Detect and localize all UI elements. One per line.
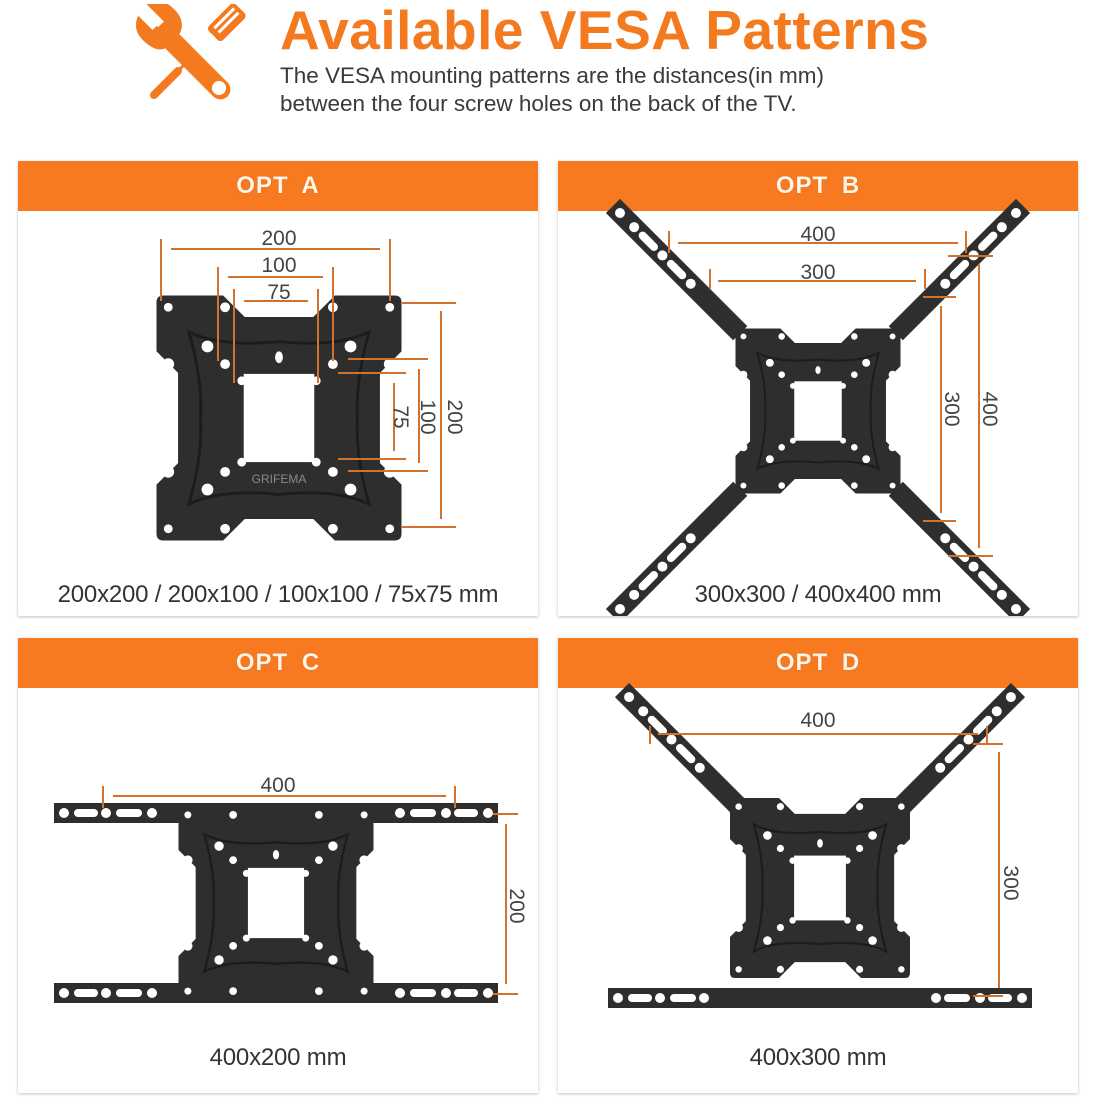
brand-label: GRIFEMA xyxy=(252,472,307,486)
panel-opt-a: OPT A 200 100 75 75 100 xyxy=(18,161,538,616)
dim-label-75-vertical: 75 xyxy=(389,405,412,428)
caption-opt-b: 300x300 / 400x400 mm xyxy=(694,581,942,608)
page-title: Available VESA Patterns xyxy=(280,0,930,61)
panel-header-opt-d: OPT D xyxy=(558,638,1078,688)
dim-label-100-horizontal: 100 xyxy=(261,254,296,277)
dim-label-400-horizontal: 400 xyxy=(800,223,835,246)
dim-label-200-vertical: 200 xyxy=(443,399,466,434)
panel-header-opt-b: OPT B xyxy=(558,161,1078,211)
dim-label-200-vertical: 200 xyxy=(505,888,528,923)
page-header: Available VESA Patterns The VESA mountin… xyxy=(0,0,1100,150)
dim-label-300-vertical: 300 xyxy=(940,391,963,426)
vesa-diagram-opt-a: 200 100 75 75 100 200 GRIFEMA xyxy=(155,227,466,542)
page-subtitle: The VESA mounting patterns are the dista… xyxy=(280,62,1000,118)
dim-label-200-horizontal: 200 xyxy=(261,227,296,250)
wrench-screwdriver-icon xyxy=(135,4,246,100)
dim-label-400-horizontal: 400 xyxy=(260,774,295,797)
vesa-diagram-opt-c: 400 200 xyxy=(54,774,528,1003)
panel-opt-b: OPT B 400 300 300 400 300x300 / 400x400 … xyxy=(558,161,1078,616)
subtitle-line-2: between the four screw holes on the back… xyxy=(280,91,797,116)
dim-label-300-vertical: 300 xyxy=(999,865,1022,900)
vesa-diagram-opt-d: 400 300 xyxy=(608,682,1032,1008)
subtitle-line-1: The VESA mounting patterns are the dista… xyxy=(280,63,825,88)
dim-label-75-horizontal: 75 xyxy=(267,281,290,304)
dim-label-400-vertical: 400 xyxy=(978,391,1001,426)
dim-label-300-horizontal: 300 xyxy=(800,261,835,284)
panel-opt-d: OPT D 400 300 400x300 mm xyxy=(558,638,1078,1093)
dim-label-100-vertical: 100 xyxy=(416,399,439,434)
dim-label-400-horizontal: 400 xyxy=(800,709,835,732)
caption-opt-d: 400x300 mm xyxy=(749,1044,887,1071)
vesa-diagram-opt-b: 400 300 300 400 xyxy=(605,198,1031,616)
panel-header-opt-c: OPT C xyxy=(18,638,538,688)
panel-opt-c: OPT C 400 200 400x200 mm xyxy=(18,638,538,1093)
mount-plate-icon xyxy=(155,294,403,542)
caption-opt-c: 400x200 mm xyxy=(209,1044,347,1071)
panel-header-opt-a: OPT A xyxy=(18,161,538,211)
caption-opt-a: 200x200 / 200x100 / 100x100 / 75x75 mm xyxy=(57,581,499,608)
